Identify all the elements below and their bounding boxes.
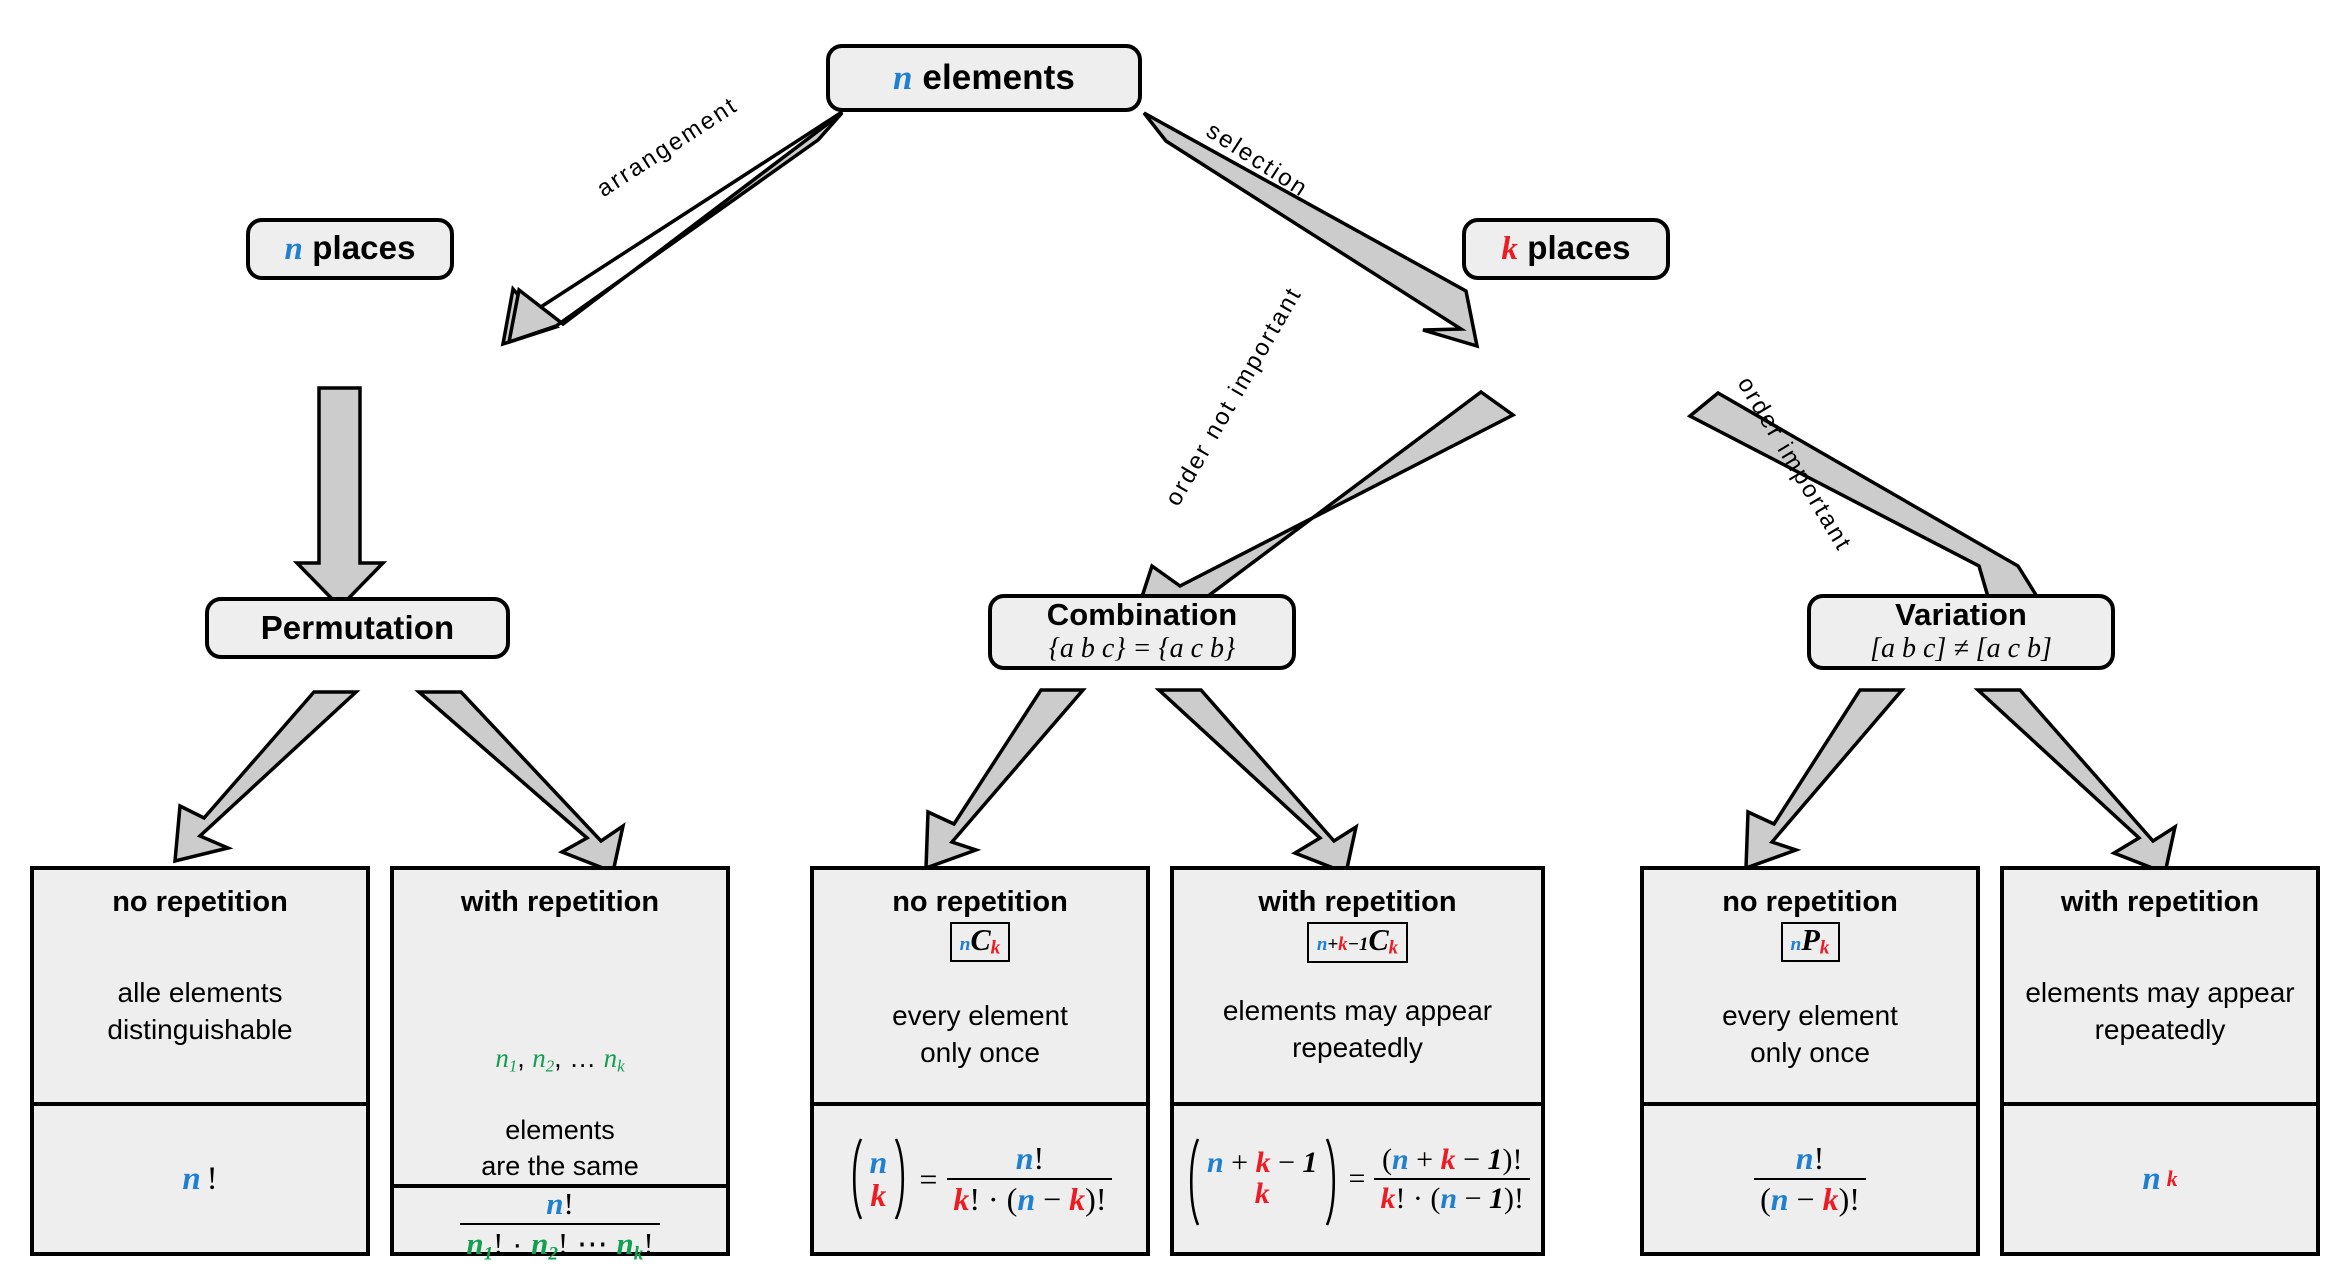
formula-falling-factorial: n! (n − k)! (1754, 1141, 1866, 1216)
left-paren (848, 1136, 864, 1222)
node-n-places-label: n places (284, 229, 416, 268)
leaf-body: with repetition elements may appear repe… (2004, 870, 2316, 1102)
node-variation-title: Variation (1895, 596, 2027, 632)
arrow-root-to-n-places-body (506, 111, 844, 345)
leaf-heading: no repetition (892, 886, 1068, 918)
node-combination-subtitle: {a b c} = {a c b} (1048, 633, 1236, 665)
leaf-heading: no repetition (112, 886, 288, 918)
arrow-permutation-to-no-repetition (173, 690, 361, 864)
node-n-places[interactable]: n places (246, 218, 454, 280)
leaf-formula: n k = n! k! · (n − k)! (814, 1102, 1146, 1252)
node-permutation-title: Permutation (260, 608, 455, 646)
arrow-k-places-to-variation (1686, 390, 2050, 616)
leaf-note-symbols: n1, n2, … nk (495, 1042, 625, 1076)
leaf-combination-no-repetition[interactable]: no repetition nCk every element only onc… (810, 866, 1150, 1256)
formula-multiset-coefficient: n + k − 1 k = (n + k − 1)! k! · (n − 1)! (1185, 1136, 1531, 1226)
leaf-body: no repetition nPk every element only onc… (1644, 870, 1976, 1102)
node-combination-title: Combination (1046, 596, 1238, 632)
leaf-formula: n! (n − k)! (1644, 1102, 1976, 1252)
node-n-elements-label: n elements (893, 57, 1075, 97)
arrow-root-to-k-places (1142, 111, 1480, 349)
arrow-variation-to-with-repetition (1973, 688, 2178, 876)
arrow-k-places-to-combination (1133, 389, 1517, 617)
leaf-body: no repetition alle elements distinguisha… (34, 870, 366, 1102)
arrow-combination-to-with-repetition (1154, 688, 1359, 876)
leaf-body: with repetition n+k−1Ck elements may app… (1174, 870, 1541, 1102)
leaf-heading: with repetition (460, 886, 660, 918)
formula-n-factorial: n! (182, 1160, 218, 1197)
leaf-heading: with repetition (2060, 886, 2260, 918)
leaf-variation-no-repetition[interactable]: no repetition nPk every element only onc… (1640, 866, 1980, 1256)
leaf-note: every element only once (1722, 1000, 1898, 1069)
symbol-n-plus-k-minus-1-C-k: n+k−1Ck (1306, 922, 1409, 963)
symbol-nPk: nPk (1780, 922, 1840, 963)
leaf-heading: no repetition (1722, 886, 1898, 918)
symbol-nCk: nCk (949, 922, 1011, 963)
right-paren (893, 1136, 909, 1222)
arrow-n-places-to-permutation (292, 386, 388, 610)
arrow-permutation-to-with-repetition (414, 690, 626, 875)
leaf-note: every element only once (892, 1000, 1068, 1069)
node-n-elements[interactable]: n elements (826, 44, 1142, 112)
node-k-places[interactable]: k places (1462, 218, 1670, 280)
leaf-variation-with-repetition[interactable]: with repetition elements may appear repe… (2000, 866, 2320, 1256)
right-paren (1324, 1136, 1340, 1226)
leaf-body: no repetition nCk every element only onc… (814, 870, 1146, 1102)
leaf-formula: n + k − 1 k = (n + k − 1)! k! · (n − 1)! (1174, 1102, 1541, 1252)
arrow-variation-to-no-repetition (1744, 688, 1906, 871)
formula-multiset-permutation: n! n1! · n2! ⋯ nk! (460, 1187, 660, 1264)
leaf-formula: n! (34, 1102, 366, 1252)
leaf-permutation-no-repetition[interactable]: no repetition alle elements distinguisha… (30, 866, 370, 1256)
leaf-note: alle elements distinguishable (107, 977, 293, 1046)
leaf-combination-with-repetition[interactable]: with repetition n+k−1Ck elements may app… (1170, 866, 1545, 1256)
leaf-formula: n! n1! · n2! ⋯ nk! (394, 1184, 726, 1264)
node-variation-subtitle: [a b c] ≠ [a c b] (1870, 633, 2052, 665)
formula-binomial-n-k: n k = n! k! · (n − k)! (848, 1136, 1113, 1222)
node-k-places-label: k places (1501, 229, 1631, 268)
left-paren (1185, 1136, 1201, 1226)
leaf-note: elements may appear repeatedly (1222, 994, 1493, 1063)
leaf-heading: with repetition (1258, 886, 1457, 918)
node-combination[interactable]: Combination {a b c} = {a c b} (988, 594, 1296, 670)
node-permutation[interactable]: Permutation (205, 597, 510, 659)
leaf-note: elements may appear repeatedly (2025, 977, 2295, 1046)
node-variation[interactable]: Variation [a b c] ≠ [a c b] (1807, 594, 2115, 670)
arrow-combination-to-no-repetition (924, 688, 1087, 871)
